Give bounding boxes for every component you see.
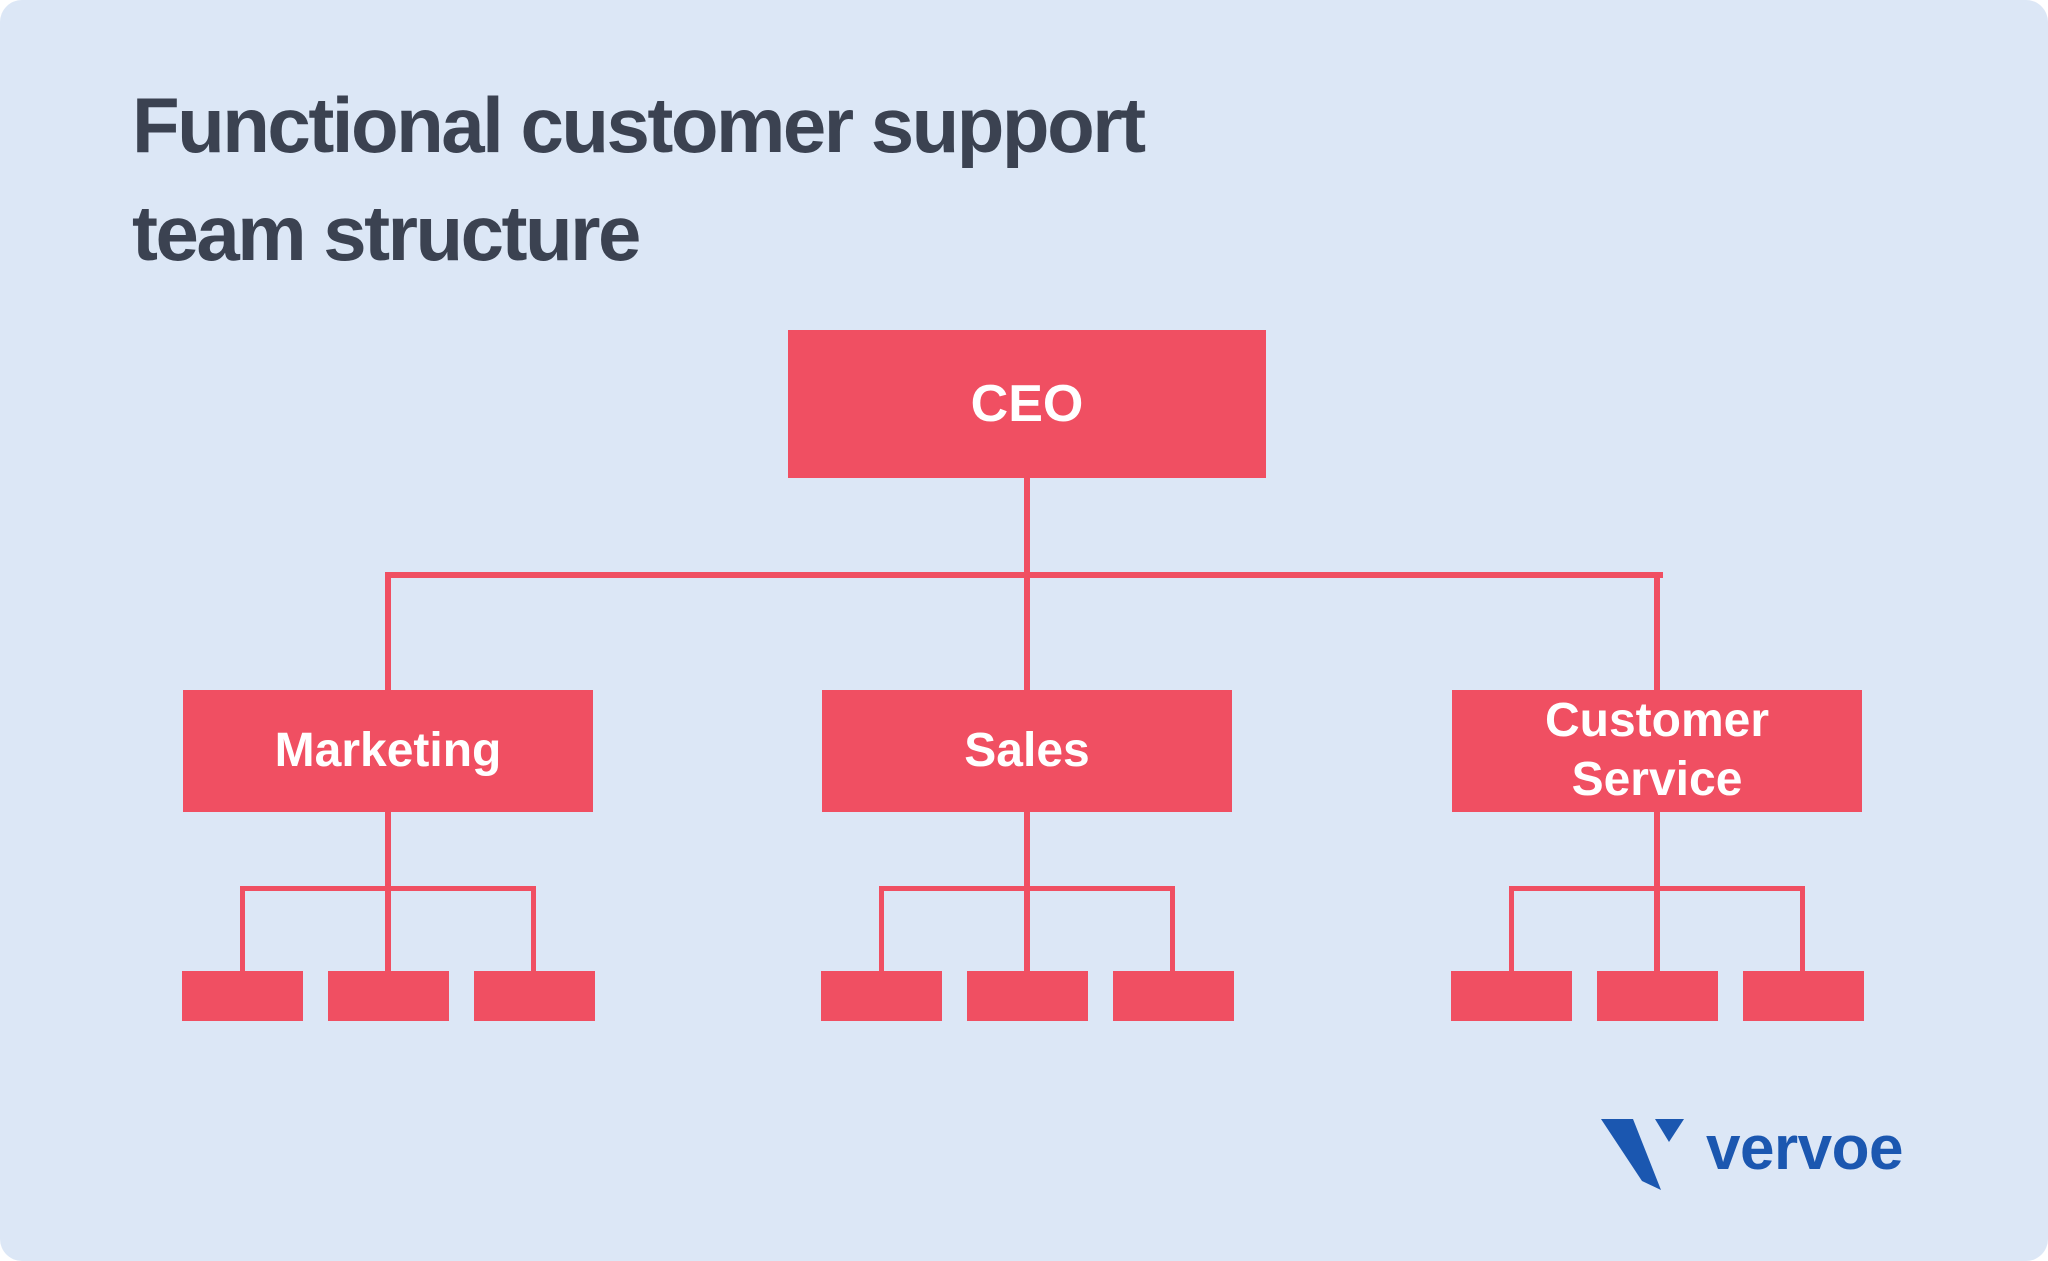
sub-team-box-sales-1 [821,971,942,1021]
page-title-line1: Functional customer support [132,81,1146,169]
sub-team-box-sales-2 [967,971,1088,1021]
connector-sales-right [1170,886,1175,974]
sub-team-box-cs-3 [1743,971,1864,1021]
dept-box-marketing: Marketing [183,690,593,812]
vervoe-logomark [1601,1119,1684,1190]
vervoe-logo: vervoe [1598,1110,1903,1194]
connector-drop-customer-service [1654,572,1660,692]
connector-drop-marketing [385,572,391,692]
page-title-line2: team structure [132,188,641,277]
connector-ceo-vertical [1024,476,1030,578]
connector-sales-left [879,886,884,974]
connector-marketing-bracket [240,886,536,891]
sub-team-box-marketing-1 [182,971,303,1021]
sub-team-box-marketing-2 [328,971,449,1021]
dept-box-customer-service: Customer Service [1452,690,1862,812]
page-title: Functional customer support team structu… [132,72,1146,287]
vervoe-logo-text: vervoe [1706,1114,1903,1183]
connector-sales-mid [1024,810,1030,974]
sub-team-box-cs-1 [1451,971,1572,1021]
sub-team-box-sales-3 [1113,971,1234,1021]
connector-cs-left [1509,886,1514,974]
connector-marketing-mid [385,810,391,974]
sub-team-box-cs-2 [1597,971,1718,1021]
connector-sales-bracket [879,886,1175,891]
sub-team-box-marketing-3 [474,971,595,1021]
connector-drop-sales [1024,572,1030,692]
dept-box-sales: Sales [822,690,1232,812]
connector-cs-right [1800,886,1805,974]
connector-cs-bracket [1509,886,1805,891]
ceo-box: CEO [788,330,1266,478]
connector-cs-mid [1654,810,1660,974]
connector-marketing-right [531,886,536,974]
connector-marketing-left [240,886,245,974]
